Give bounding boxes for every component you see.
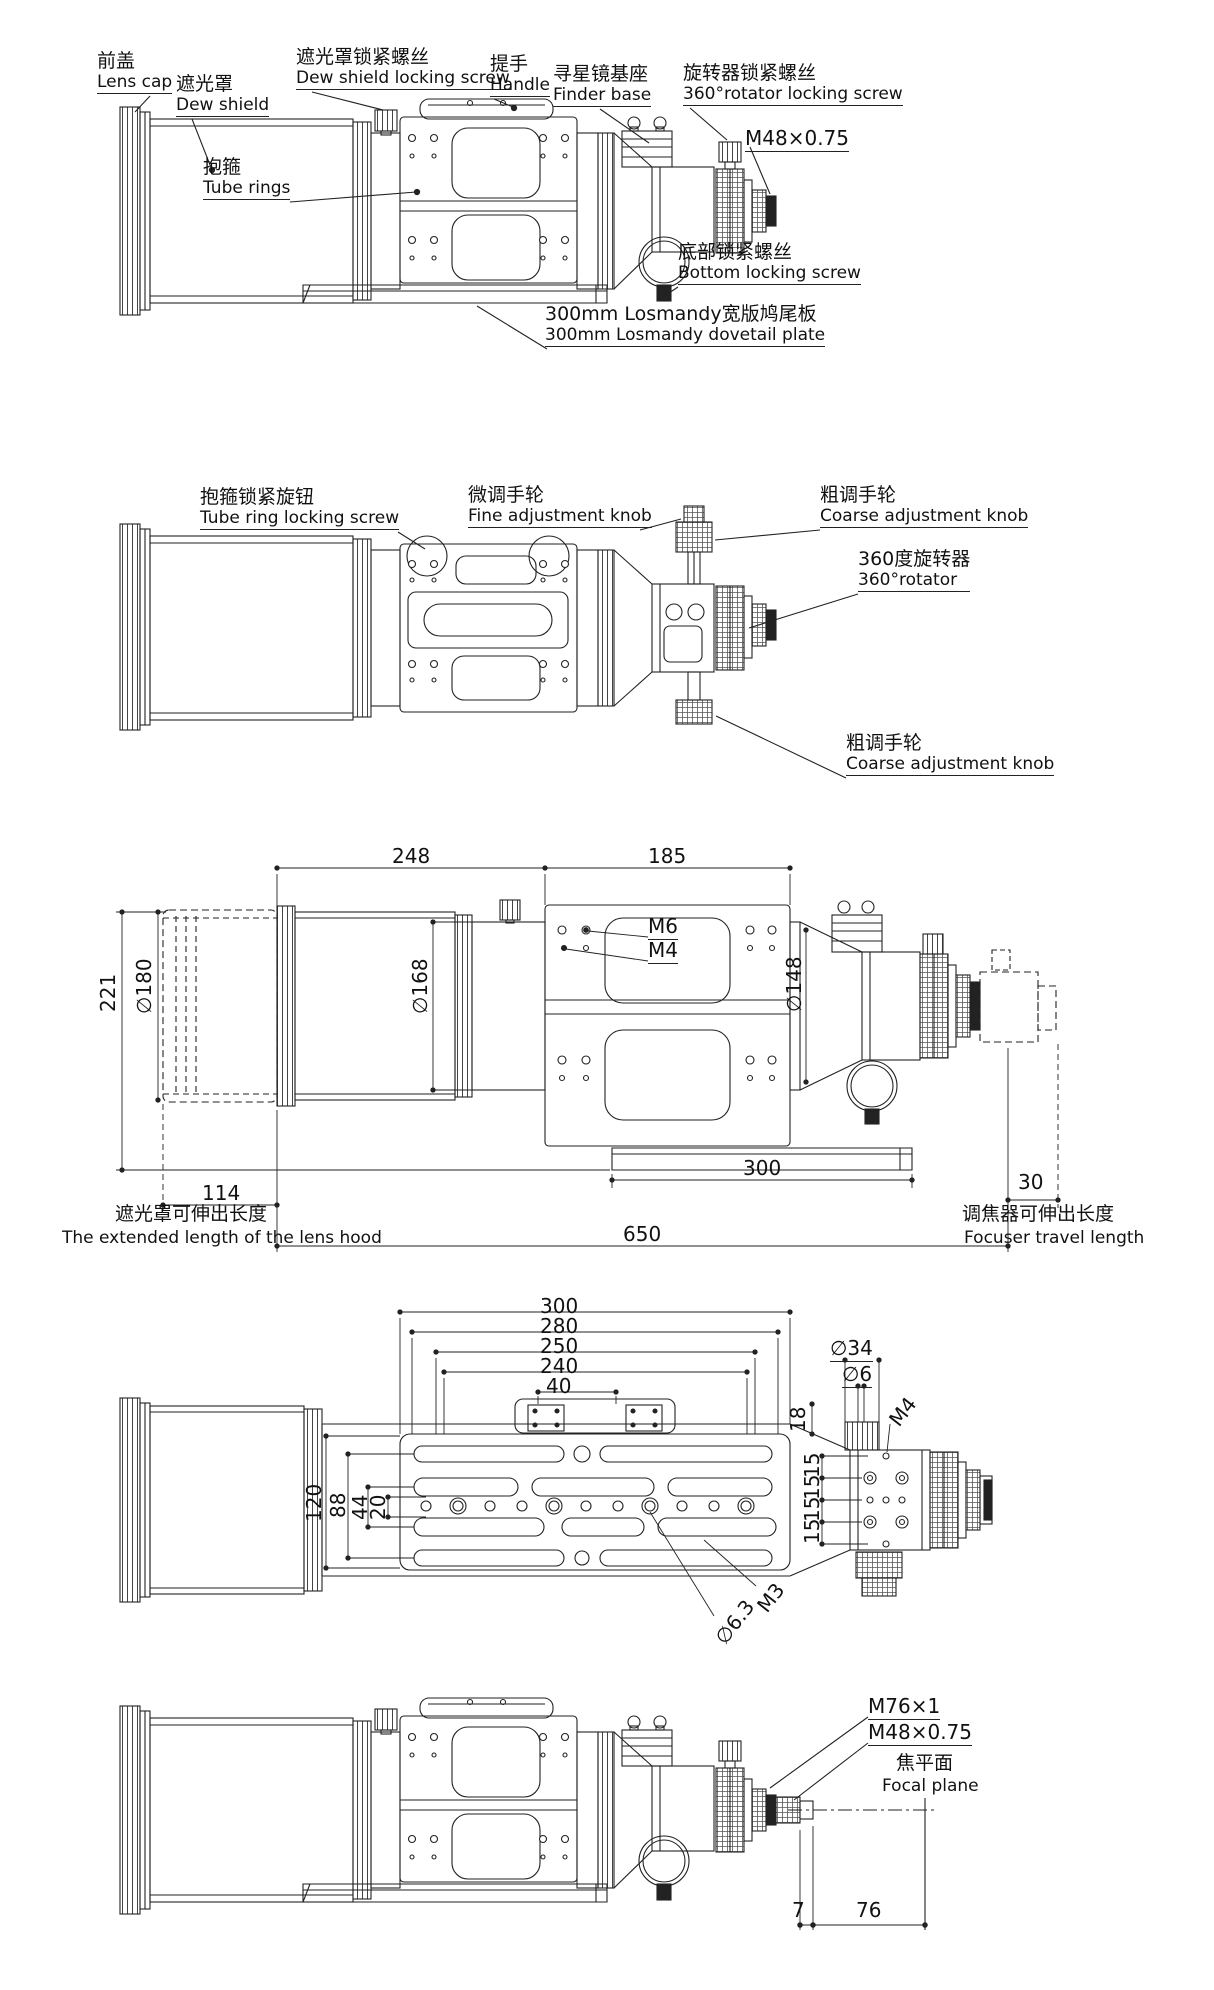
dim-15-d: 15 bbox=[800, 1518, 824, 1544]
note-focuser-travel-en: Focuser travel length bbox=[964, 1228, 1144, 1248]
view3-drawing bbox=[162, 899, 1057, 1171]
dim-m4-view3: M4 bbox=[648, 938, 678, 964]
lens-cap-en: Lens cap bbox=[97, 72, 173, 93]
tube-rings-en: Tube rings bbox=[203, 178, 291, 199]
dim-240: 240 bbox=[540, 1354, 579, 1378]
dim-250: 250 bbox=[540, 1334, 579, 1358]
dim-dia168: ∅168 bbox=[408, 958, 432, 1014]
focal-plane-en: Focal plane bbox=[882, 1776, 979, 1796]
dim-76: 76 bbox=[856, 1898, 882, 1922]
dim-dia34: ∅34 bbox=[830, 1336, 873, 1362]
hood-ext-en: The extended length of the lens hood bbox=[62, 1228, 382, 1248]
dim-m6: M6 bbox=[648, 914, 678, 940]
coarse-bot-en: Coarse adjustment knob bbox=[846, 754, 1055, 775]
view3-dimension-lines bbox=[116, 865, 1061, 1252]
dsls-en: Dew shield locking screw bbox=[296, 68, 510, 89]
callout-m48-thread-view5: M48×0.75 bbox=[868, 1720, 972, 1746]
coarse-top-cn: 粗调手轮 bbox=[820, 484, 897, 506]
dim-300-view3: 300 bbox=[743, 1156, 782, 1180]
note-hood-extension-en: The extended length of the lens hood bbox=[62, 1228, 382, 1248]
note-hood-extension: 遮光罩可伸出长度 bbox=[115, 1203, 267, 1225]
dovetail-en: 300mm Losmandy dovetail plate bbox=[545, 325, 826, 346]
trls-en: Tube ring locking screw bbox=[200, 508, 400, 529]
view2-leaders bbox=[397, 518, 859, 779]
dim-30: 30 bbox=[1018, 1170, 1044, 1194]
callout-focal-plane-cn: 焦平面 bbox=[896, 1752, 953, 1774]
callout-m48-thread: M48×0.75 bbox=[745, 126, 849, 152]
view2-drawing bbox=[119, 505, 777, 731]
dim-300-view4: 300 bbox=[540, 1294, 579, 1318]
view1-leaders bbox=[134, 91, 771, 350]
rotator360-en: 360°rotator bbox=[858, 570, 958, 591]
dim-248: 248 bbox=[392, 844, 431, 868]
handle-cn: 提手 bbox=[490, 53, 529, 75]
dim-114: 114 bbox=[202, 1181, 241, 1205]
view4-dimension-lines bbox=[323, 1309, 891, 1617]
dim-40: 40 bbox=[546, 1374, 572, 1398]
finder-base-en: Finder base bbox=[553, 85, 652, 106]
fine-knob-en: Fine adjustment knob bbox=[468, 506, 652, 527]
rls-cn: 旋转器锁紧螺丝 bbox=[683, 62, 817, 84]
fine-knob-cn: 微调手轮 bbox=[468, 484, 545, 506]
dim-dia6: ∅6 bbox=[842, 1362, 873, 1388]
coarse-top-en: Coarse adjustment knob bbox=[820, 506, 1029, 527]
tube-rings-cn: 抱箍 bbox=[203, 156, 242, 178]
handle-en: Handle bbox=[490, 75, 550, 96]
focuser-travel-cn: 调焦器可伸出长度 bbox=[962, 1203, 1115, 1225]
dim-7: 7 bbox=[792, 1898, 805, 1922]
dim-20: 20 bbox=[366, 1494, 390, 1520]
focal-plane-cn: 焦平面 bbox=[896, 1752, 954, 1774]
rotator360-cn: 360度旋转器 bbox=[858, 548, 971, 570]
dim-221: 221 bbox=[96, 973, 120, 1012]
dovetail-cn: 300mm Losmandy宽版鸠尾板 bbox=[545, 303, 817, 325]
dim-120: 120 bbox=[302, 1483, 326, 1522]
bls-cn: 底部锁紧螺丝 bbox=[678, 241, 793, 263]
callout-m76-thread: M76×1 bbox=[868, 1694, 941, 1720]
dim-185: 185 bbox=[648, 844, 687, 868]
view4-drawing bbox=[119, 1397, 993, 1603]
coarse-bot-cn: 粗调手轮 bbox=[846, 732, 923, 754]
dim-280: 280 bbox=[540, 1314, 579, 1338]
trls-cn: 抱箍锁紧旋钮 bbox=[200, 486, 315, 508]
dsls-cn: 遮光罩锁紧螺丝 bbox=[296, 46, 430, 68]
view1-drawing bbox=[119, 98, 777, 316]
rls-en: 360°rotator locking screw bbox=[683, 84, 903, 105]
focuser-travel-en: Focuser travel length bbox=[964, 1228, 1145, 1248]
bls-en: Bottom locking screw bbox=[678, 263, 861, 284]
dim-18: 18 bbox=[786, 1406, 810, 1432]
hood-ext-cn: 遮光罩可伸出长度 bbox=[115, 1203, 268, 1225]
dew-shield-en: Dew shield bbox=[176, 95, 270, 116]
note-focuser-travel: 调焦器可伸出长度 bbox=[962, 1203, 1114, 1225]
dim-650: 650 bbox=[623, 1222, 662, 1246]
finder-base-cn: 寻星镜基座 bbox=[553, 63, 649, 85]
dim-88: 88 bbox=[326, 1492, 350, 1518]
dim-dia180: ∅180 bbox=[132, 958, 156, 1014]
dim-dia148: ∅148 bbox=[782, 956, 806, 1012]
callout-focal-plane-en: Focal plane bbox=[882, 1776, 979, 1796]
view5-extras bbox=[769, 1716, 938, 1930]
lens-cap-cn: 前盖 bbox=[97, 50, 136, 72]
dew-shield-cn: 遮光罩 bbox=[176, 73, 234, 95]
